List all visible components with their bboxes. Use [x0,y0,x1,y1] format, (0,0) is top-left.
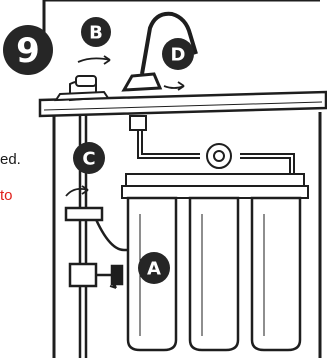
callout-b: B [81,17,111,47]
callout-a-label: A [147,259,161,280]
callout-c-label: C [82,149,95,170]
callout-b-label: B [89,23,103,44]
step-number-badge: 9 [3,25,53,75]
callout-d-label: D [171,45,186,66]
filter-manifold [122,144,308,198]
step-number: 9 [16,31,40,71]
sink-faucet [56,76,108,100]
callout-d: D [162,38,194,70]
callout-c: C [73,142,105,174]
callout-a: A [138,252,170,284]
